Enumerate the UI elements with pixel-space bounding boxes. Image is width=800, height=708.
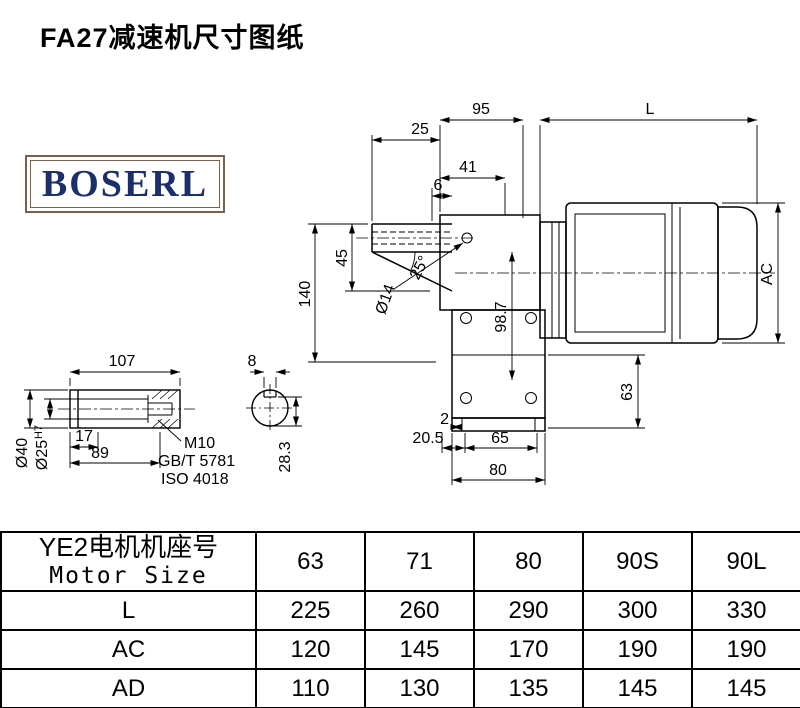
centerlines [356, 237, 775, 274]
size-63: 63 [255, 531, 366, 592]
size-80: 80 [473, 531, 584, 592]
section-detail [246, 384, 294, 433]
value-AC-80: 170 [473, 629, 584, 670]
dim-6: 6 [434, 177, 443, 194]
row-label-L: L [0, 590, 257, 631]
row-label-AC: AC [0, 629, 257, 670]
boserl-logo: BOSERL [25, 155, 225, 213]
label-m10: M10 [184, 435, 215, 452]
boserl-logo-text: BOSERL [30, 160, 220, 208]
table-header-row: YE2电机机座号 Motor Size 63 71 80 90S 90L [0, 531, 800, 592]
dim-95: 95 [472, 101, 490, 118]
shaft-detail-inner [58, 389, 195, 429]
header-motor-size: YE2电机机座号 Motor Size [0, 531, 257, 592]
header-motor-size-en: Motor Size [49, 563, 208, 590]
dim-25: 25 [411, 121, 429, 138]
dim-dia25-tolerance: H7 [33, 425, 45, 439]
row-label-AD: AD [0, 668, 257, 708]
dim-dia25: Ø25 [34, 440, 51, 470]
table-row-L: L 225 260 290 300 330 [0, 590, 800, 631]
value-L-63: 225 [255, 590, 366, 631]
page-title: FA27减速机尺寸图纸 [40, 23, 305, 53]
value-AD-80: 135 [473, 668, 584, 708]
dim-28-3: 28.3 [277, 441, 294, 472]
section-detail-dimension-lines [250, 369, 302, 427]
dim-8: 8 [248, 353, 257, 370]
dim-140: 140 [297, 281, 314, 308]
value-AD-90l: 145 [691, 668, 800, 708]
dim-98-7: 98.7 [493, 301, 510, 332]
dim-17: 17 [75, 428, 93, 445]
value-AC-63: 120 [255, 629, 366, 670]
dim-41: 41 [459, 159, 477, 176]
section-detail-labels: 8 28.3 [248, 353, 294, 473]
header-motor-size-cn: YE2电机机座号 [38, 532, 219, 563]
value-L-90s: 300 [582, 590, 693, 631]
value-L-71: 260 [364, 590, 475, 631]
dim-L: L [646, 101, 655, 118]
gearbox-outline [371, 214, 546, 432]
dim-20-5: 20.5 [412, 430, 443, 447]
value-AC-71: 145 [364, 629, 475, 670]
value-L-80: 290 [473, 590, 584, 631]
size-71: 71 [364, 531, 475, 592]
dimension-drawing: 95 25 L 41 6 45 140 Ø14 25° 98.7 AC 63 2… [14, 101, 785, 488]
value-AD-63: 110 [255, 668, 366, 708]
value-AC-90l: 190 [691, 629, 800, 670]
value-L-90l: 330 [691, 590, 800, 631]
size-90s: 90S [582, 531, 693, 592]
dim-89: 89 [91, 445, 109, 462]
dim-107: 107 [109, 353, 136, 370]
shaft-detail-dimension-lines [24, 369, 182, 468]
label-gbt-5781: GB/T 5781 [158, 453, 235, 470]
dim-AC: AC [759, 263, 776, 285]
value-AD-71: 130 [364, 668, 475, 708]
value-AC-90s: 190 [582, 629, 693, 670]
shaft-detail-labels: 107 17 89 M10 GB/T 5781 ISO 4018 Ø40 Ø25… [14, 353, 235, 488]
label-iso-4018: ISO 4018 [161, 471, 229, 488]
table-row-AC: AC 120 145 170 190 190 [0, 629, 800, 670]
dim-45: 45 [334, 249, 351, 267]
value-AD-90s: 145 [582, 668, 693, 708]
dim-dia14: Ø14 [373, 282, 399, 316]
dimension-lines-main [308, 117, 785, 485]
dimension-labels-main: 95 25 L 41 6 45 140 Ø14 25° 98.7 AC 63 2… [297, 101, 776, 479]
dim-65: 65 [491, 430, 509, 447]
size-90l: 90L [691, 531, 800, 592]
motor-size-table: YE2电机机座号 Motor Size 63 71 80 90S 90L L 2… [0, 531, 800, 708]
table-row-AD: AD 110 130 135 145 145 [0, 668, 800, 708]
dim-2: 2 [440, 411, 449, 428]
dim-dia40: Ø40 [14, 438, 31, 468]
dim-63: 63 [619, 383, 636, 401]
dim-80: 80 [489, 462, 507, 479]
